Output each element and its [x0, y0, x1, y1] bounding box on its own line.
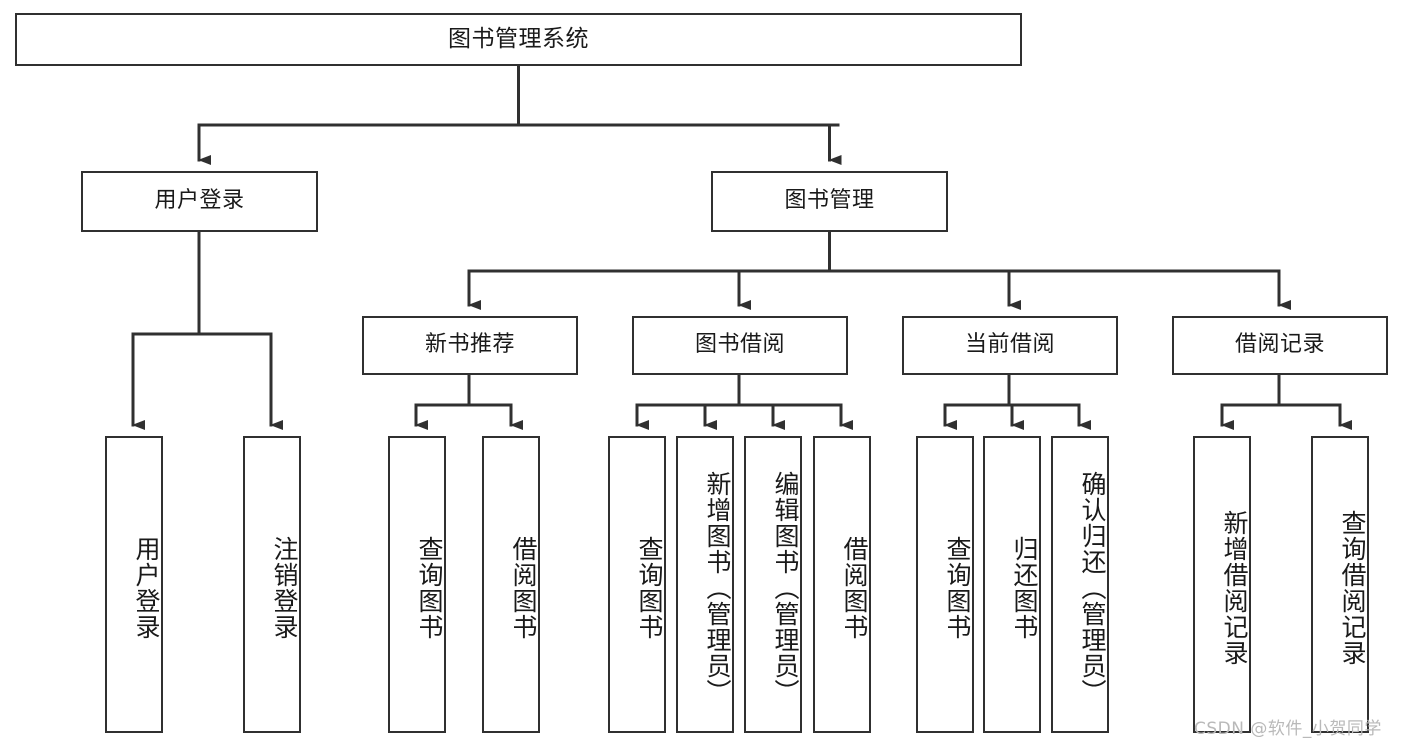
- node-current-borrow[interactable]: 当前借阅: [902, 316, 1118, 375]
- node-book-borrow[interactable]: 图书借阅: [632, 316, 848, 375]
- leaf-add-borrow-record[interactable]: 新增借阅记录: [1193, 436, 1251, 733]
- leaf-borrow-book[interactable]: 借阅图书: [813, 436, 871, 733]
- leaf-user-login[interactable]: 用户登录: [105, 436, 163, 733]
- csdn-watermark: CSDN @软件_小贺同学: [1194, 719, 1382, 739]
- leaf-query-book-current[interactable]: 查询图书: [916, 436, 974, 733]
- node-book-management[interactable]: 图书管理: [711, 171, 948, 232]
- node-root[interactable]: 图书管理系统: [15, 13, 1022, 66]
- leaf-query-borrow-record[interactable]: 查询借阅记录: [1311, 436, 1369, 733]
- leaf-query-book-newbook[interactable]: 查询图书: [388, 436, 446, 733]
- node-borrow-record[interactable]: 借阅记录: [1172, 316, 1388, 375]
- leaf-add-book-admin[interactable]: 新增图书（管理员）: [676, 436, 734, 733]
- leaf-logout[interactable]: 注销登录: [243, 436, 301, 733]
- node-new-book-recommend[interactable]: 新书推荐: [362, 316, 578, 375]
- node-user-login[interactable]: 用户登录: [81, 171, 318, 232]
- leaf-edit-book-admin[interactable]: 编辑图书（管理员）: [744, 436, 802, 733]
- leaf-borrow-book-newbook[interactable]: 借阅图书: [482, 436, 540, 733]
- leaf-confirm-return-admin[interactable]: 确认归还（管理员）: [1051, 436, 1109, 733]
- leaf-query-book-borrow[interactable]: 查询图书: [608, 436, 666, 733]
- leaf-return-book[interactable]: 归还图书: [983, 436, 1041, 733]
